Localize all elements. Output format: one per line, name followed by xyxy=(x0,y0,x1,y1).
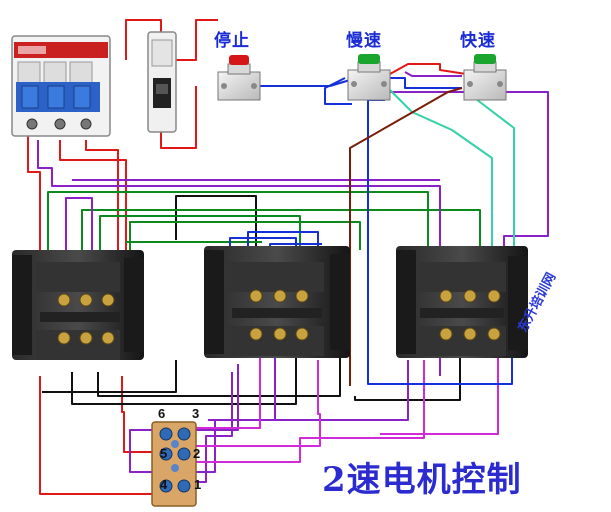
terminal-5 xyxy=(159,447,173,461)
terminal-1 xyxy=(177,479,191,493)
wire-blue-slow-loop xyxy=(324,77,352,105)
wire-red-l2 xyxy=(59,140,127,252)
three-pole-breaker xyxy=(11,35,111,137)
terminal-6 xyxy=(159,427,173,441)
contactor-2 xyxy=(204,246,350,358)
wire-purple-1 xyxy=(37,140,441,250)
terminal-2 xyxy=(177,447,191,461)
single-pole-breaker xyxy=(147,31,177,133)
slow-button xyxy=(347,54,391,101)
wire-red-control xyxy=(125,19,162,60)
wire-cyan-2 xyxy=(471,95,515,248)
wire-purple-9 xyxy=(208,360,409,421)
terminal-label-1: 1 xyxy=(194,477,202,492)
stop-button xyxy=(217,55,261,101)
wire-purple-2 xyxy=(65,197,93,262)
terminal-3 xyxy=(177,427,191,441)
fast-label: 快速 xyxy=(460,31,496,51)
contactor-3 xyxy=(396,246,528,358)
terminal-label-6: 6 xyxy=(158,406,166,421)
wire-red-l1 xyxy=(27,136,41,262)
motor-terminal-block xyxy=(151,421,197,507)
wire-magenta-1 xyxy=(188,356,261,429)
contactor-1 xyxy=(12,250,144,360)
wire-black-4 xyxy=(97,356,341,397)
wire-red-stop-feed xyxy=(174,19,218,61)
wire-purple-fast-loop xyxy=(404,71,462,77)
fast-button xyxy=(463,54,507,101)
slow-label: 慢速 xyxy=(346,31,382,51)
wire-purple-4 xyxy=(385,91,549,262)
terminal-label-4: 4 xyxy=(160,477,168,492)
wire-magenta-3 xyxy=(188,360,425,463)
wire-magenta-2 xyxy=(188,360,321,447)
wire-green-1 xyxy=(47,191,429,262)
wire-purple-5 xyxy=(129,364,239,473)
wire-cyan-1 xyxy=(389,89,493,248)
wire-black-2 xyxy=(71,356,297,405)
wire-red-t5 xyxy=(121,376,163,453)
wire-blue-slow-fast xyxy=(390,77,462,89)
wire-green-2 xyxy=(81,209,481,262)
wire-black-3 xyxy=(42,360,177,393)
terminal-4 xyxy=(159,479,173,493)
wire-red-l3 xyxy=(85,140,119,262)
wire-purple-7 xyxy=(188,372,233,483)
wire-blue-stop-slow xyxy=(258,79,351,87)
terminal-label-5: 5 xyxy=(160,446,168,461)
wire-red-fast-loop xyxy=(389,63,467,75)
stop-label: 停止 xyxy=(214,31,250,51)
terminal-label-2: 2 xyxy=(193,446,201,461)
terminal-label-3: 3 xyxy=(192,406,200,421)
diagram-title: 2速电机控制 xyxy=(322,460,522,500)
wire-red-t4 xyxy=(39,376,164,495)
wire-magenta-4 xyxy=(380,356,499,435)
wire-red-mcb-out xyxy=(160,86,197,149)
